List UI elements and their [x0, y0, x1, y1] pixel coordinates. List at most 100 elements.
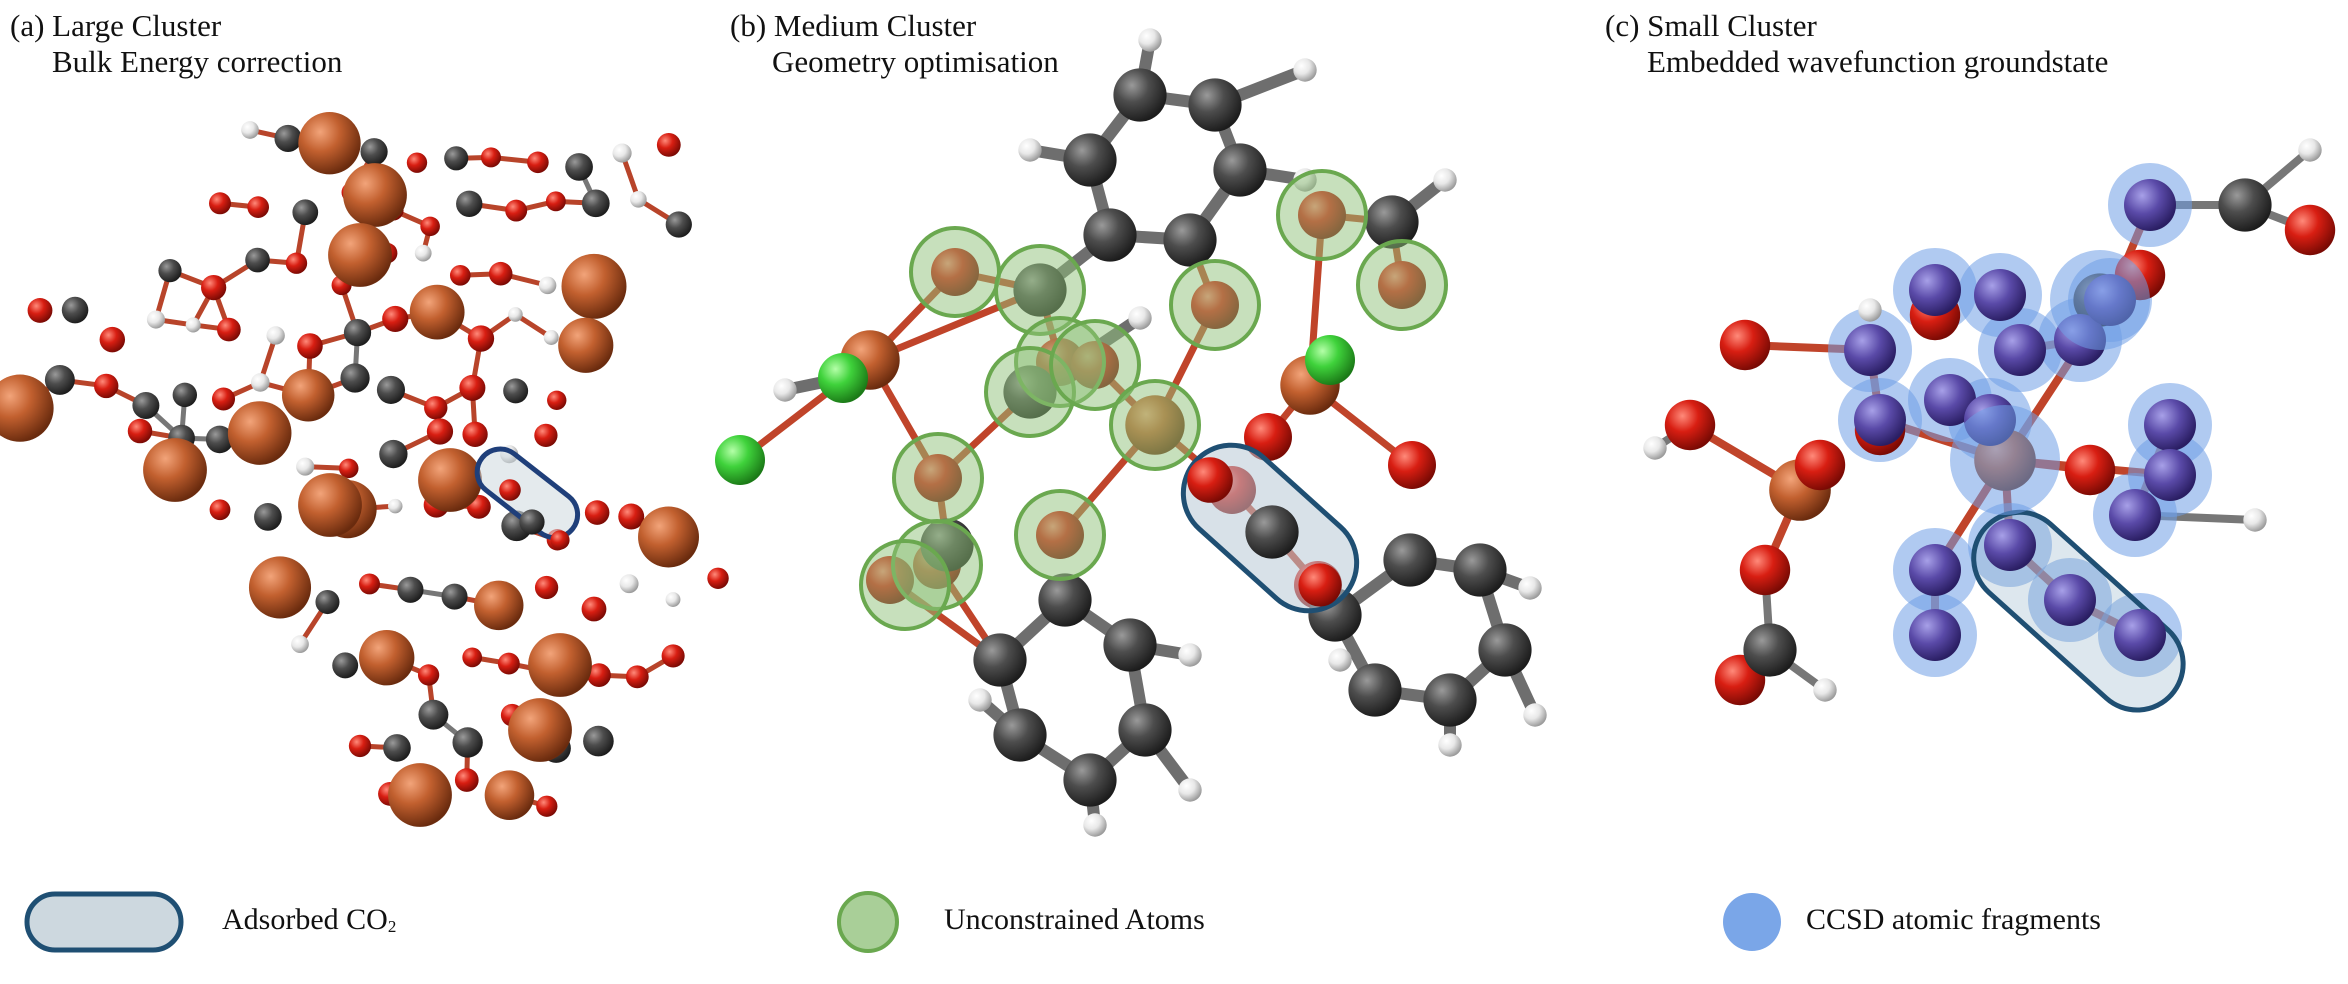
- oxygen-atom-icon: [550, 530, 570, 550]
- oxygen-atom-icon: [480, 147, 502, 168]
- ccsd-fragment-atom-icon: [1994, 324, 2046, 376]
- oxygen-atom-icon: [462, 421, 488, 447]
- ccsd-fragment-atom-icon: [1909, 609, 1961, 661]
- legend-swatch-unconstrained-atoms: [837, 891, 899, 953]
- oxygen-atom-icon: [625, 665, 649, 689]
- carbon-atom-icon: [444, 146, 469, 171]
- hydrogen-atom-icon: [1523, 703, 1547, 727]
- hydrogen-atom-icon: [665, 592, 681, 607]
- oxygen-atom-icon: [459, 374, 486, 401]
- hydrogen-atom-icon: [1438, 733, 1462, 757]
- ccsd-fragment-atom-icon: [2044, 574, 2096, 626]
- carbon-atom-icon: [1083, 208, 1137, 262]
- carbon-atom-icon: [158, 259, 182, 283]
- copper-atom-icon: [474, 580, 524, 631]
- copper-atom-icon: [281, 369, 335, 422]
- oxygen-atom-icon: [2064, 444, 2116, 496]
- hydrogen-atom-icon: [543, 330, 559, 345]
- chlorine-atom-icon: [715, 435, 765, 485]
- hydrogen-atom-icon: [508, 307, 523, 322]
- unconstrained-atom-highlight: [1049, 319, 1141, 411]
- ccsd-fragment-atom-icon: [1984, 519, 2036, 571]
- hydrogen-atom-icon: [2243, 508, 2267, 532]
- carbon-atom-icon: [132, 391, 160, 419]
- oxygen-atom-icon: [1298, 563, 1342, 607]
- legend-unconstrained-text: Unconstrained Atoms: [944, 903, 1205, 936]
- oxygen-atom-icon: [497, 652, 520, 675]
- carbon-atom-icon: [1743, 623, 1797, 677]
- copper-atom-icon: [638, 506, 699, 568]
- hydrogen-atom-icon: [1128, 306, 1152, 330]
- carbon-atom-icon: [274, 124, 302, 153]
- hydrogen-atom-icon: [612, 143, 632, 163]
- oxygen-atom-icon: [1187, 457, 1233, 503]
- carbon-atom-icon: [61, 296, 89, 324]
- carbon-atom-icon: [245, 247, 270, 273]
- unconstrained-atom-highlight: [1356, 239, 1448, 331]
- oxygen-atom-icon: [406, 152, 428, 173]
- oxygen-atom-icon: [211, 387, 236, 411]
- hydrogen-atom-icon: [1293, 58, 1317, 82]
- panel-b-title: (b) Medium Cluster Geometry optimisation: [730, 8, 1059, 80]
- carbon-atom-icon: [583, 725, 614, 757]
- unconstrained-atom-highlight: [909, 226, 1001, 318]
- carbon-atom-icon: [205, 425, 234, 454]
- panel-c-heading: Small Cluster: [1647, 8, 1817, 43]
- legend-swatch-ccsd-fragments: [1723, 893, 1781, 951]
- oxygen-atom-icon: [285, 252, 308, 274]
- legend-label-unconstrained-atoms: Unconstrained Atoms: [944, 902, 1205, 938]
- panel-a-heading: Large Cluster: [52, 8, 222, 43]
- oxygen-atom-icon: [209, 499, 231, 521]
- carbon-atom-icon: [1063, 753, 1117, 807]
- carbon-atom-icon: [519, 509, 545, 535]
- carbon-atom-icon: [254, 503, 282, 531]
- unconstrained-atom-highlight: [859, 539, 951, 631]
- oxygen-atom-icon: [467, 325, 495, 352]
- oxygen-atom-icon: [534, 575, 559, 600]
- unconstrained-atom-highlight: [1276, 169, 1368, 261]
- carbon-atom-icon: [1188, 78, 1242, 132]
- legend-swatch-adsorbed-co2: [24, 891, 184, 953]
- carbon-atom-icon: [1478, 623, 1532, 677]
- panel-a-letter: (a): [10, 8, 45, 43]
- carbon-atom-icon: [441, 583, 468, 610]
- small-cluster-molecule: [1643, 138, 2336, 713]
- carbon-atom-icon: [376, 375, 406, 404]
- carbon-atom-icon: [1038, 573, 1092, 627]
- oxygen-atom-icon: [449, 264, 471, 286]
- copper-atom-icon: [328, 223, 392, 287]
- oxygen-atom-icon: [499, 479, 521, 501]
- oxygen-atom-icon: [547, 390, 567, 410]
- ccsd-fragment-atom-icon: [2114, 609, 2166, 661]
- legend-ccsd-text: CCSD atomic fragments: [1806, 903, 2101, 936]
- copper-atom-icon: [298, 111, 361, 175]
- oxygen-atom-icon: [2284, 204, 2336, 256]
- ccsd-fragment-atom-icon: [1909, 544, 1961, 596]
- carbon-atom-icon: [332, 652, 359, 679]
- hydrogen-atom-icon: [1518, 576, 1542, 600]
- legend-label-adsorbed-co2: Adsorbed CO2: [222, 902, 396, 945]
- oxygen-atom-icon: [661, 644, 685, 668]
- hydrogen-atom-icon: [146, 310, 165, 329]
- carbon-atom-icon: [1063, 133, 1117, 187]
- carbon-atom-icon: [503, 378, 529, 404]
- hydrogen-atom-icon: [1813, 678, 1837, 702]
- oxygen-atom-icon: [297, 333, 323, 359]
- oxygen-atom-icon: [348, 734, 372, 758]
- copper-atom-icon: [227, 401, 292, 465]
- panel-a-title: (a) Large Cluster Bulk Energy correction: [10, 8, 342, 80]
- oxygen-atom-icon: [581, 596, 607, 622]
- ccsd-fragment-highlight: [1950, 405, 2060, 515]
- oxygen-atom-icon: [656, 132, 681, 157]
- unconstrained-atom-highlight: [1169, 259, 1261, 351]
- oxygen-atom-icon: [201, 274, 227, 301]
- unconstrained-atom-highlight: [1014, 489, 1106, 581]
- oxygen-atom-icon: [424, 396, 448, 420]
- oxygen-atom-icon: [382, 305, 409, 332]
- ccsd-fragment-atom-icon: [2109, 489, 2161, 541]
- carbon-atom-icon: [315, 590, 340, 615]
- oxygen-atom-icon: [420, 216, 440, 237]
- carbon-atom-icon: [1383, 533, 1437, 587]
- panel-b-heading: Medium Cluster: [773, 8, 977, 43]
